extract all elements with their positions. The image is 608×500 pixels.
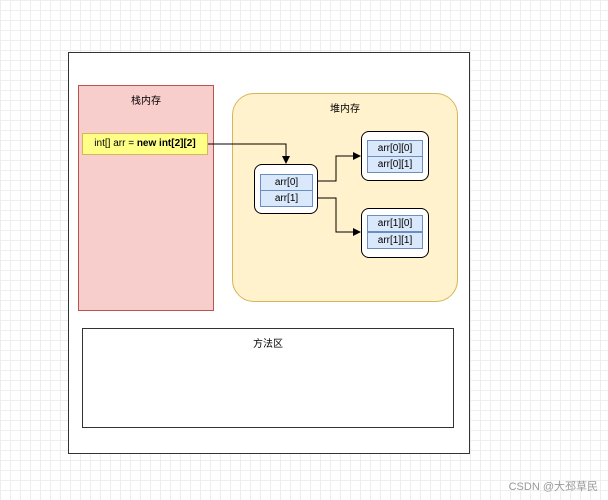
arrow-arr-to-outer-array — [208, 143, 290, 164]
method-area-region — [82, 328, 454, 428]
csdn-watermark: CSDN @大邳草民 — [508, 481, 598, 493]
inner-array-1-cell-1: arr[1][1] — [367, 232, 423, 249]
code-prefix: int[] arr = — [94, 138, 137, 149]
array-declaration-code: int[] arr = new int[2][2] — [82, 133, 208, 155]
method-area-title: 方法区 — [253, 339, 283, 350]
arrow-arr0-to-inner-array-0 — [318, 152, 361, 182]
inner-array-0-cell-1: arr[0][1] — [367, 156, 423, 173]
stack-memory-title: 栈内存 — [131, 96, 161, 107]
code-new-expression: new int[2][2] — [136, 138, 196, 149]
outer-array-cell-1: arr[1] — [260, 190, 313, 207]
stack-memory-region — [78, 85, 214, 311]
arrow-arr1-to-inner-array-1 — [318, 197, 361, 236]
heap-memory-title: 堆内存 — [330, 104, 360, 115]
inner-array-1-cell-0: arr[1][0] — [367, 215, 423, 232]
